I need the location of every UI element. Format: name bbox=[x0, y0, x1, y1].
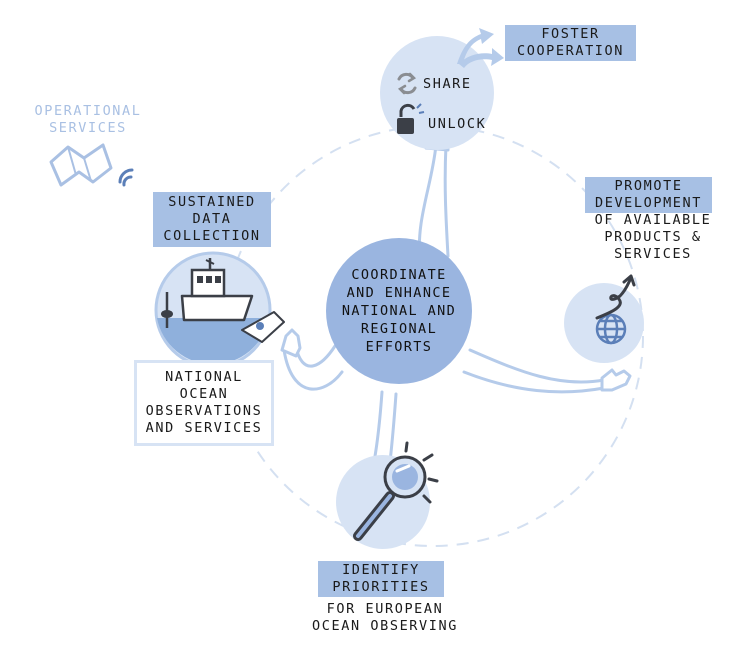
arm-bottom-inner bbox=[388, 392, 398, 464]
center-label: COORDINATE AND ENHANCE NATIONAL AND REGI… bbox=[341, 267, 457, 355]
arm-top-inner bbox=[443, 143, 450, 258]
arm-right-inner bbox=[462, 370, 606, 394]
european-ocean-label: FOR EUROPEAN OCEAN OBSERVING bbox=[312, 601, 458, 634]
curly-arrowhead-icon bbox=[622, 274, 636, 287]
signal-icon bbox=[118, 168, 134, 187]
promote-development-label: PROMOTE DEVELOPMENT bbox=[585, 177, 712, 213]
forking-arrow-icon bbox=[457, 28, 504, 68]
operational-services-label: OPERATIONAL SERVICES bbox=[34, 103, 142, 136]
buoy-icon bbox=[161, 292, 173, 328]
ship-icon bbox=[180, 258, 254, 322]
arm-left bbox=[294, 344, 337, 368]
center-circle bbox=[326, 238, 472, 384]
arm-left-inner bbox=[282, 348, 344, 391]
right-circle bbox=[564, 283, 644, 363]
share-label: SHARE bbox=[423, 76, 472, 92]
map-icon bbox=[49, 143, 113, 187]
globe-icon bbox=[595, 313, 627, 345]
curly-arrow-icon bbox=[595, 278, 632, 320]
available-products-label: OF AVAILABLE PRODUCTS & SERVICES bbox=[594, 212, 712, 262]
national-ocean-observations-box: NATIONAL OCEAN OBSERVATIONS AND SERVICES bbox=[134, 360, 274, 446]
share-icon bbox=[397, 72, 417, 95]
padlock-icon bbox=[397, 103, 425, 134]
sustained-data-collection-label: SUSTAINED DATA COLLECTION bbox=[153, 192, 271, 247]
foster-cooperation-label: FOSTER COOPERATION bbox=[505, 25, 636, 61]
arm-bottom bbox=[372, 390, 384, 464]
magnifier-icon bbox=[353, 441, 439, 541]
glider-icon bbox=[241, 311, 285, 343]
hand-right bbox=[600, 368, 632, 392]
arm-top bbox=[417, 143, 438, 260]
sea bbox=[157, 318, 269, 365]
unlock-label: UNLOCK bbox=[428, 116, 487, 132]
hand-left bbox=[280, 328, 302, 358]
arm-right bbox=[468, 348, 606, 384]
identify-priorities-label: IDENTIFY PRIORITIES bbox=[318, 561, 444, 597]
